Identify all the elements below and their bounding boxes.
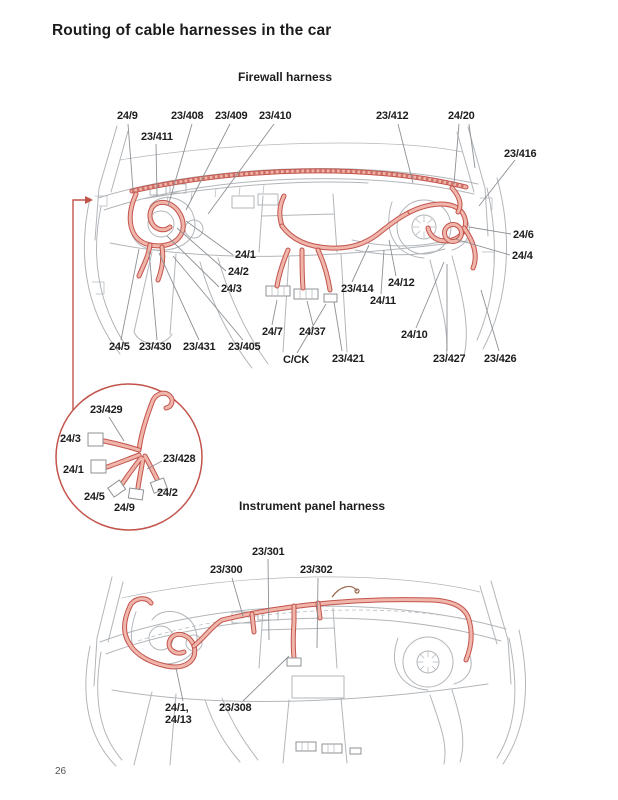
label-fw-23-409: 23/409 xyxy=(215,110,248,122)
label-fw-cck: C/CK xyxy=(283,354,310,366)
label-in-24-1: 24/1 xyxy=(63,464,84,476)
label-fw-24-2: 24/2 xyxy=(228,266,249,278)
label-ip-24-1-13: 24/1, 24/13 xyxy=(165,702,192,726)
label-fw-24-9: 24/9 xyxy=(117,110,138,122)
inset-location-arrow xyxy=(72,196,93,410)
label-fw-23-411: 23/411 xyxy=(141,131,173,143)
instrument-harness xyxy=(125,599,471,667)
label-fw-23-410: 23/410 xyxy=(259,110,292,122)
label-fw-23-412: 23/412 xyxy=(376,110,409,122)
label-fw-23-416: 23/416 xyxy=(504,148,537,160)
label-ip-23-308: 23/308 xyxy=(219,702,252,714)
label-fw-23-426: 23/426 xyxy=(484,353,517,365)
label-fw-23-414: 23/414 xyxy=(341,283,374,295)
label-fw-23-430: 23/430 xyxy=(139,341,172,353)
label-fw-23-427: 23/427 xyxy=(433,353,466,365)
firewall-leader-lines xyxy=(120,123,516,354)
inset-detail-circle xyxy=(55,383,203,531)
page-title: Routing of cable harnesses in the car xyxy=(52,22,332,39)
label-in-24-5: 24/5 xyxy=(84,491,105,503)
label-fw-24-6: 24/6 xyxy=(513,229,534,241)
label-fw-24-7: 24/7 xyxy=(262,326,283,338)
label-fw-24-11: 24/11 xyxy=(370,295,396,307)
label-in-24-3: 24/3 xyxy=(60,433,81,445)
label-fw-23-421: 23/421 xyxy=(332,353,365,365)
label-fw-24-3: 24/3 xyxy=(221,283,242,295)
instrument-caption: Instrument panel harness xyxy=(239,499,386,513)
label-fw-23-431: 23/431 xyxy=(183,341,216,353)
instrument-leader-lines xyxy=(175,558,319,702)
label-fw-24-4: 24/4 xyxy=(512,250,533,262)
label-fw-24-5: 24/5 xyxy=(109,341,130,353)
label-fw-23-405: 23/405 xyxy=(228,341,261,353)
label-in-23-428: 23/428 xyxy=(163,453,196,465)
label-fw-23-408: 23/408 xyxy=(171,110,204,122)
label-in-23-429: 23/429 xyxy=(90,404,123,416)
label-in-24-9: 24/9 xyxy=(114,502,135,514)
firewall-harness xyxy=(130,171,475,290)
label-in-24-2: 24/2 xyxy=(157,487,178,499)
label-ip-23-301: 23/301 xyxy=(252,546,285,558)
label-fw-24-37: 24/37 xyxy=(299,326,326,338)
label-ip-23-302: 23/302 xyxy=(300,564,333,576)
label-fw-24-12: 24/12 xyxy=(388,277,415,289)
firewall-caption: Firewall harness xyxy=(238,70,333,84)
label-fw-24-20: 24/20 xyxy=(448,110,475,122)
label-fw-24-1: 24/1 xyxy=(235,249,256,261)
label-ip-23-300: 23/300 xyxy=(210,564,243,576)
page-number: 26 xyxy=(55,766,67,777)
label-fw-24-10: 24/10 xyxy=(401,329,428,341)
